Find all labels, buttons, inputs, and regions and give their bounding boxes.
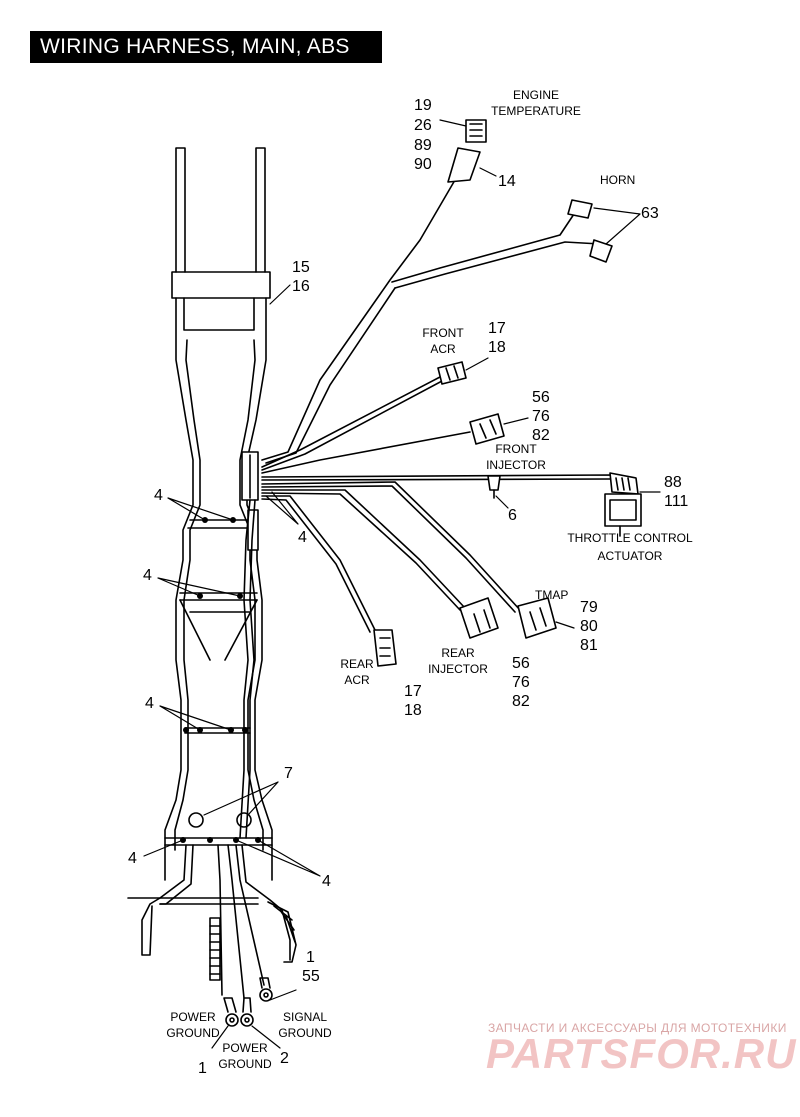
- callout-2: 2: [280, 1050, 289, 1067]
- label-front: FRONT: [422, 326, 464, 340]
- label-power-left: POWER: [170, 1010, 216, 1024]
- label-horn: HORN: [600, 173, 635, 187]
- callout-26: 26: [414, 117, 432, 134]
- label-throttle-control: THROTTLE CONTROL: [567, 531, 693, 545]
- callout-80: 80: [580, 618, 598, 635]
- rear-acr-connector: [373, 629, 397, 667]
- label-power-mid: POWER: [222, 1041, 268, 1055]
- callout-79: 79: [580, 599, 598, 616]
- callout-17-front: 17: [488, 320, 506, 337]
- lower-harness: [127, 844, 297, 1027]
- label-ground-signal: GROUND: [278, 1026, 332, 1040]
- callout-14: 14: [498, 173, 516, 190]
- callout-4-c: 4: [143, 567, 152, 584]
- callout-4-b: 4: [298, 529, 307, 546]
- front-injector-connector: [469, 413, 505, 445]
- callout-56-front: 56: [532, 389, 550, 406]
- callout-18-front: 18: [488, 339, 506, 356]
- callout-55: 55: [302, 968, 320, 985]
- label-ground-mid: GROUND: [218, 1057, 272, 1071]
- front-acr-connector: [437, 361, 467, 385]
- callout-63: 63: [641, 205, 659, 222]
- watermark-tagline: ЗАПЧАСТИ И АКСЕССУАРЫ ДЛЯ МОТОТЕХНИКИ: [488, 1021, 787, 1035]
- label-temperature: TEMPERATURE: [491, 104, 581, 118]
- callout-6: 6: [508, 507, 517, 524]
- callout-4-e: 4: [128, 850, 137, 867]
- throttle-control-actuator: [604, 472, 642, 537]
- callout-17-rear: 17: [404, 683, 422, 700]
- frame-rails: [164, 147, 273, 881]
- engine-temperature-sensor: [447, 119, 487, 183]
- label-engine: ENGINE: [513, 88, 559, 102]
- labels: 19 26 89 90 ENGINE TEMPERATURE 14 HORN 6…: [128, 88, 693, 1077]
- callout-18-rear: 18: [404, 702, 422, 719]
- horn-connector-lower: [589, 239, 613, 263]
- label-actuator: ACTUATOR: [598, 549, 663, 563]
- callout-4-d: 4: [145, 695, 154, 712]
- callout-4-f: 4: [322, 873, 331, 890]
- label-signal: SIGNAL: [283, 1010, 327, 1024]
- callout-88: 88: [664, 474, 682, 491]
- callout-82-rear: 82: [512, 693, 530, 710]
- callout-89: 89: [414, 137, 432, 154]
- callout-82-front: 82: [532, 427, 550, 444]
- callout-56-rear: 56: [512, 655, 530, 672]
- callout-4-a: 4: [154, 487, 163, 504]
- label-acr: ACR: [430, 342, 456, 356]
- callout-1-signal: 1: [306, 949, 315, 966]
- rear-injector-connector: [459, 597, 499, 639]
- callout-16: 16: [292, 278, 310, 295]
- leader-lines: [143, 119, 661, 1049]
- label-front-inj: FRONT: [495, 442, 537, 456]
- label-rear-inj: REAR: [441, 646, 475, 660]
- label-ground-left: GROUND: [166, 1026, 220, 1040]
- horn-connector-upper: [567, 199, 593, 219]
- clip-6: [487, 475, 501, 499]
- callout-7: 7: [284, 765, 293, 782]
- page-title: WIRING HARNESS, MAIN, ABS: [30, 31, 382, 63]
- callout-90: 90: [414, 156, 432, 173]
- callout-81: 81: [580, 637, 598, 654]
- tmap-sensor: [517, 597, 557, 639]
- label-injector-front: INJECTOR: [486, 458, 546, 472]
- callout-19: 19: [414, 97, 432, 114]
- callout-111: 111: [664, 493, 688, 510]
- callout-76-rear: 76: [512, 674, 530, 691]
- callout-76-front: 76: [532, 408, 550, 425]
- label-injector-rear: INJECTOR: [428, 662, 488, 676]
- label-tmap: TMAP: [535, 588, 568, 602]
- callout-15: 15: [292, 259, 310, 276]
- label-acr-rear: ACR: [344, 673, 370, 687]
- watermark-logo: PARTSFOR.RU: [486, 1030, 797, 1077]
- label-rear: REAR: [340, 657, 374, 671]
- callout-1-power: 1: [198, 1060, 207, 1077]
